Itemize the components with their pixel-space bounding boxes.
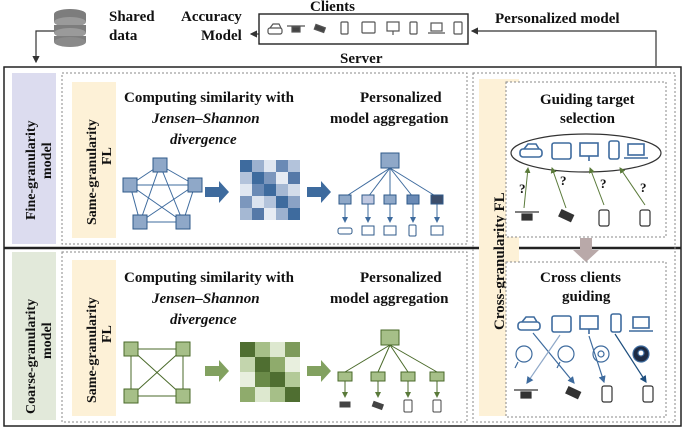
monitor-icon <box>579 315 599 334</box>
coarse-same-fl-1: Same-granularity <box>85 297 100 403</box>
shared-data-label-2: data <box>109 28 138 44</box>
tablet-icon <box>642 385 654 403</box>
guiding-title-1: Guiding target <box>540 92 635 108</box>
coarse-label-2: model <box>40 322 55 359</box>
fine-label-2: model <box>40 142 55 179</box>
fine-same-fl-2: FL <box>100 147 115 165</box>
drone-icon <box>287 25 305 33</box>
drone-icon <box>515 211 539 221</box>
shared-data-icon <box>54 9 86 47</box>
cross-guiding-arrows <box>526 332 647 384</box>
cross-edge-devices <box>514 385 654 403</box>
car-icon <box>267 23 283 35</box>
phone-icon <box>610 313 622 333</box>
tablet-icon <box>639 209 651 227</box>
server-title: Server <box>340 51 383 67</box>
coarse-panel <box>61 251 468 423</box>
coarse-similarity-2: Jensen–Shannon <box>151 291 260 307</box>
fine-arrow-2 <box>307 181 331 203</box>
camera-icon <box>565 385 582 400</box>
fine-aggregation-2: model aggregation <box>330 111 449 127</box>
cross-down-arrow <box>573 238 599 262</box>
cross-clients-panel <box>505 261 667 418</box>
question-mark: ? <box>560 173 567 188</box>
fine-fl-band <box>72 82 116 238</box>
fine-arrow-1 <box>205 181 229 203</box>
coarse-fl-band <box>72 260 116 416</box>
fine-aggregation-tree <box>337 152 444 237</box>
tablet-icon <box>361 21 376 34</box>
fine-similarity-3: divergence <box>170 132 237 148</box>
camera-icon <box>558 208 575 223</box>
drone-icon <box>514 389 538 399</box>
fine-aggregation-1: Personalized <box>360 90 442 106</box>
monitor-icon <box>579 142 599 161</box>
personalized-model-arrow <box>470 27 657 66</box>
monitor-icon <box>386 21 400 35</box>
coarse-client-graph <box>123 341 191 404</box>
tablet-icon <box>551 315 572 333</box>
fine-similarity-1: Computing similarity with <box>124 90 295 106</box>
guiding-arrows <box>523 167 646 209</box>
target-icons <box>519 140 648 161</box>
car-icon <box>519 143 543 158</box>
guiding-title-2: selection <box>560 111 616 127</box>
cross-clients-title-1: Cross clients <box>540 270 621 286</box>
fine-similarity-matrix <box>240 160 300 220</box>
fine-band <box>12 73 56 244</box>
coarse-arrow-1 <box>205 360 229 382</box>
question-mark: ? <box>519 181 526 196</box>
coarse-same-fl-2: FL <box>100 325 115 343</box>
phone-icon <box>598 209 610 227</box>
phone-icon <box>601 385 613 403</box>
question-mark: ? <box>640 180 647 195</box>
fine-same-fl-1: Same-granularity <box>85 119 100 225</box>
coarse-aggregation-1: Personalized <box>360 270 442 286</box>
cross-clients-title-2: guiding <box>562 289 611 305</box>
guiding-panel <box>505 81 667 238</box>
clients-box <box>258 13 469 45</box>
phone-icon <box>608 140 620 160</box>
coarse-aggregation-tree <box>337 329 445 413</box>
laptop-icon <box>428 22 445 34</box>
fine-client-graph <box>122 157 203 230</box>
tablet-icon <box>551 142 572 160</box>
coarse-similarity-1: Computing similarity with <box>124 270 295 286</box>
camera-icon <box>313 23 327 34</box>
edge-devices <box>515 208 651 227</box>
coarse-label-1: Coarse-granularity <box>24 299 39 414</box>
question-mark: ? <box>600 176 607 191</box>
coarse-band <box>12 252 56 420</box>
head-icons <box>514 345 650 369</box>
car-icon <box>517 316 541 331</box>
target-ellipse <box>510 133 662 173</box>
brain-head-icon <box>514 345 533 369</box>
coarse-aggregation-2: model aggregation <box>330 291 449 307</box>
accuracy-label-2: Model <box>201 28 242 44</box>
coarse-similarity-3: divergence <box>170 312 237 328</box>
coarse-arrow-2 <box>307 360 331 382</box>
accuracy-label-1: Accuracy <box>181 9 242 25</box>
fine-label-1: Fine-granularity <box>24 120 39 220</box>
shared-data-down-arrow <box>32 30 54 64</box>
tablet-icon-2 <box>453 21 463 35</box>
phone-icon <box>340 21 349 35</box>
laptop-icon <box>629 316 653 332</box>
cross-fl-label: Cross-granularity FL <box>492 192 508 330</box>
clients-title: Clients <box>310 0 355 15</box>
shared-data-label-1: Shared <box>109 9 155 25</box>
coarse-similarity-matrix <box>240 342 300 402</box>
fine-similarity-2: Jensen–Shannon <box>151 111 260 127</box>
laptop-icon <box>624 143 648 159</box>
cross-client-icons <box>517 313 653 334</box>
personalized-model-label: Personalized model <box>495 11 620 27</box>
question-marks: ? ? ? ? <box>519 173 647 196</box>
bulb-head-icon <box>632 345 650 363</box>
gear-head-icon <box>592 345 610 363</box>
client-icons-row <box>267 21 463 35</box>
cross-panel <box>472 72 676 423</box>
smartphone-icon <box>409 21 418 35</box>
